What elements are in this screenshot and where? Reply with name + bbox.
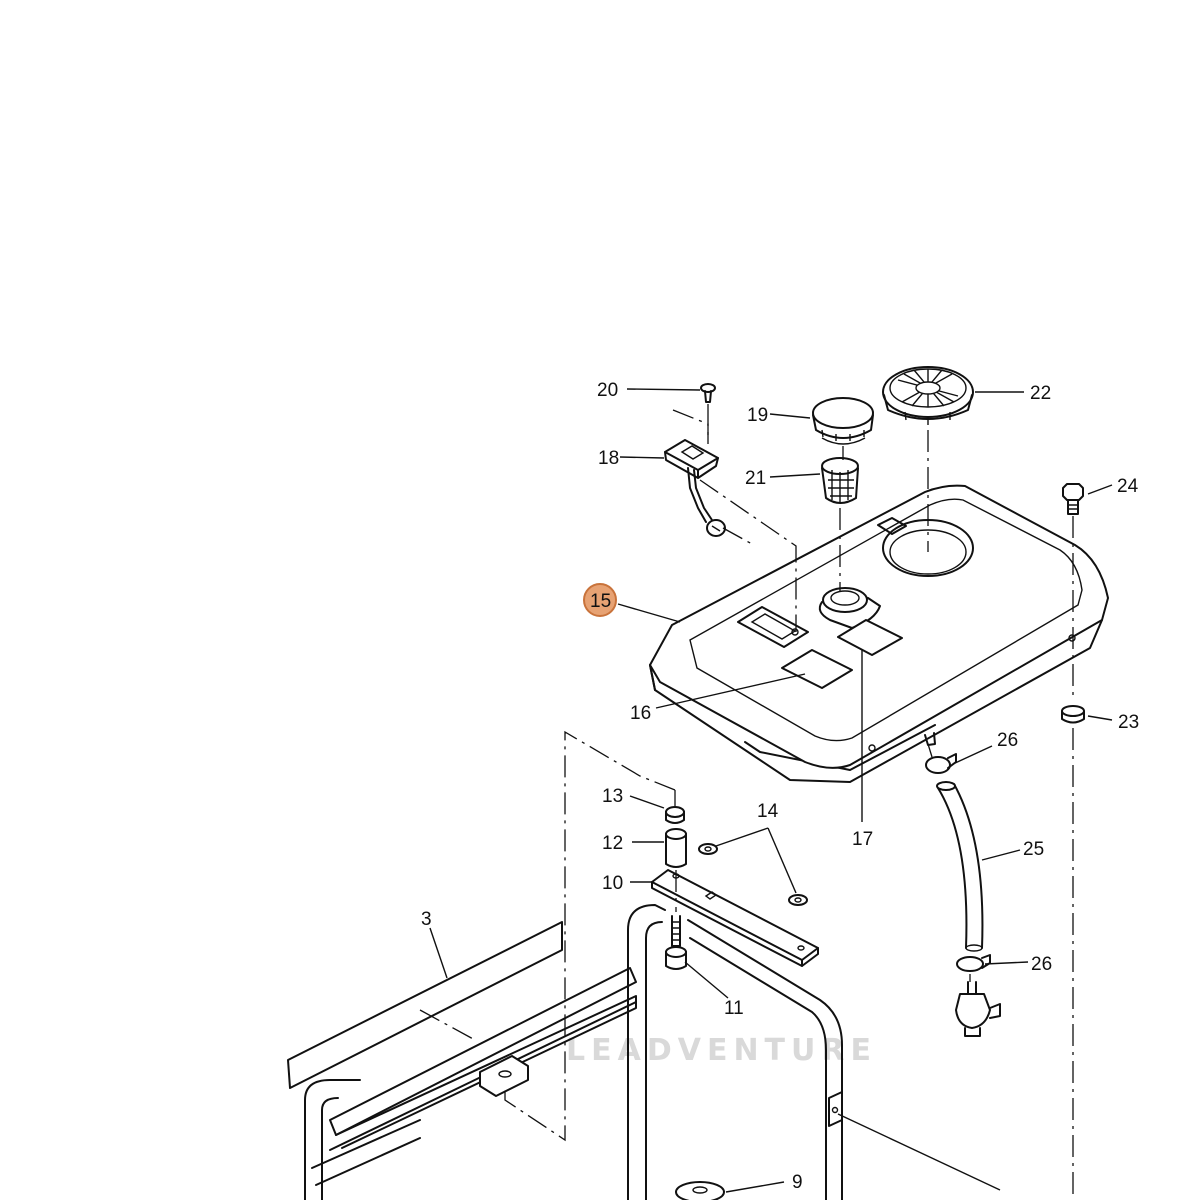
callout-11: 11 bbox=[724, 998, 744, 1019]
callout-17: 17 bbox=[852, 829, 873, 850]
part-11 bbox=[665, 915, 687, 970]
callout-13: 13 bbox=[602, 786, 623, 807]
assembly-lines bbox=[419, 404, 1074, 1200]
fuel-tank bbox=[649, 484, 1109, 783]
fuel-cock bbox=[955, 981, 1001, 1037]
callout-15: 15 bbox=[590, 591, 611, 612]
callout-23: 23 bbox=[1118, 712, 1139, 733]
part-14 bbox=[698, 843, 808, 906]
watermark: LEADVENTURE bbox=[566, 1033, 877, 1068]
callout-26-upper: 26 bbox=[997, 730, 1018, 751]
callout-labels: 20 19 22 18 21 24 15 16 23 26 13 14 17 1… bbox=[421, 380, 1139, 1193]
callout-16: 16 bbox=[630, 703, 651, 724]
part-25 bbox=[936, 781, 984, 952]
callout-18: 18 bbox=[598, 448, 619, 469]
callout-3: 3 bbox=[421, 909, 432, 930]
callout-25: 25 bbox=[1023, 839, 1044, 860]
part-21 bbox=[821, 457, 859, 504]
callout-22: 22 bbox=[1030, 383, 1051, 404]
leader-lines bbox=[429, 388, 1113, 1193]
part-15-highlight bbox=[583, 583, 617, 617]
callout-9: 9 bbox=[792, 1172, 803, 1193]
frame bbox=[287, 904, 843, 1200]
part-24 bbox=[1062, 483, 1084, 515]
callout-21: 21 bbox=[745, 468, 766, 489]
callout-10: 10 bbox=[602, 873, 623, 894]
part-19 bbox=[812, 397, 874, 445]
callout-14: 14 bbox=[757, 801, 779, 822]
part-13 bbox=[665, 806, 685, 824]
part-10 bbox=[651, 869, 819, 967]
part-26-upper bbox=[925, 753, 957, 774]
callout-26-lower: 26 bbox=[1031, 954, 1052, 975]
callout-19: 19 bbox=[747, 405, 768, 426]
part-12 bbox=[665, 828, 687, 868]
callout-24: 24 bbox=[1117, 476, 1139, 497]
callout-20: 20 bbox=[597, 380, 618, 401]
part-18 bbox=[664, 439, 726, 537]
part-26-lower bbox=[956, 954, 991, 972]
part-22 bbox=[882, 366, 974, 425]
callout-12: 12 bbox=[602, 833, 623, 854]
part-23 bbox=[1061, 705, 1085, 724]
part-20 bbox=[700, 383, 716, 403]
